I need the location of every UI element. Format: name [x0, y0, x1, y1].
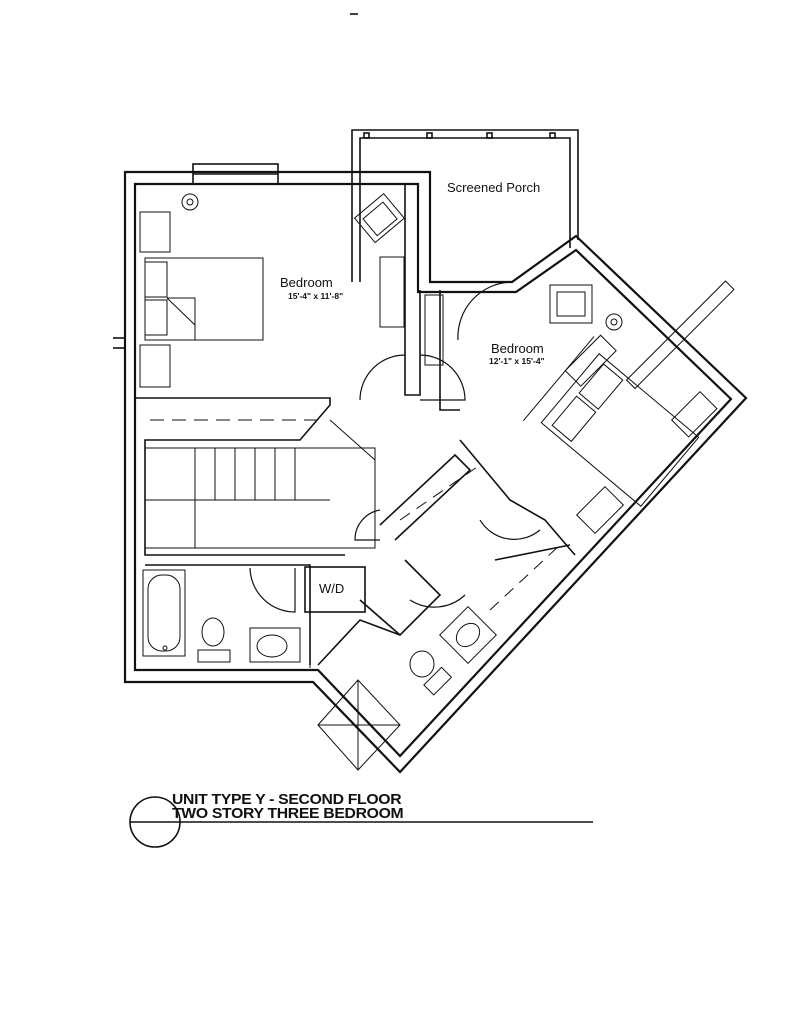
doors — [249, 281, 541, 613]
interior-walls — [135, 184, 576, 666]
room-label-bedroom-1: Bedroom — [280, 275, 333, 290]
screened-porch-walls — [351, 129, 579, 282]
room-label-bedroom-2: Bedroom — [491, 341, 544, 356]
bedroom-2-furniture — [522, 280, 735, 535]
bathroom-2-fixtures — [317, 606, 497, 771]
title-marker — [129, 796, 593, 848]
room-dimensions-bedroom-1: 15'-4" x 11'-8" — [288, 291, 344, 301]
room-dimensions-bedroom-2: 12'-1" x 15'-4" — [489, 356, 545, 366]
stairs — [144, 419, 376, 549]
title-line-2: TWO STORY THREE BEDROOM — [172, 805, 404, 822]
room-label-screened-porch: Screened Porch — [447, 180, 541, 195]
closets — [399, 294, 561, 611]
exterior-walls — [123, 170, 748, 774]
bathroom-1-fixtures — [142, 569, 311, 668]
bedroom-1-furniture — [139, 192, 405, 388]
title-line-1: UNIT TYPE Y - SECOND FLOOR — [172, 791, 402, 808]
washer-dryer-label: W/D — [319, 581, 345, 596]
